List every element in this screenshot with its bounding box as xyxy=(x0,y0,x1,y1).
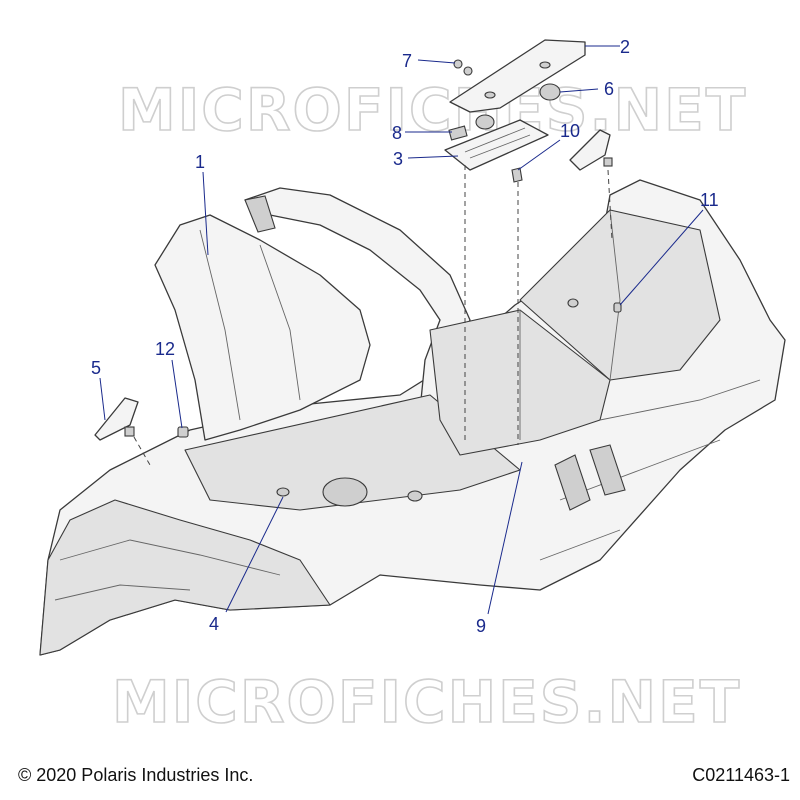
seat-plate-3 xyxy=(444,119,549,171)
callout-8: 8 xyxy=(392,123,402,143)
push-rivet-12 xyxy=(177,426,189,438)
callout-6: 6 xyxy=(604,79,614,99)
callout-2: 2 xyxy=(620,37,630,57)
callout-3: 3 xyxy=(393,149,403,169)
clip-5 xyxy=(94,397,139,441)
copyright-text: © 2020 Polaris Industries Inc. xyxy=(18,765,254,785)
callout-11: 11 xyxy=(700,190,719,210)
screw-11 xyxy=(613,302,622,313)
watermark-top: MICROFICHES.NET xyxy=(118,76,747,144)
callout-10: 10 xyxy=(560,121,580,141)
screws-7 xyxy=(453,59,473,76)
watermark-bottom: MICROFICHES.NET xyxy=(112,668,741,736)
callout-9: 9 xyxy=(476,616,486,636)
callout-1: 1 xyxy=(195,152,205,172)
clip-right xyxy=(569,129,611,171)
seat-bracket-2 xyxy=(449,39,586,113)
figure-id: C0211463-1 xyxy=(692,765,790,785)
rear-fender-body xyxy=(39,179,786,656)
rivet-10 xyxy=(511,167,523,183)
callout-12: 12 xyxy=(155,339,175,359)
callout-7: 7 xyxy=(402,51,412,71)
latch-8 xyxy=(448,125,468,141)
callout-4: 4 xyxy=(209,614,219,634)
callout-5: 5 xyxy=(91,358,101,378)
